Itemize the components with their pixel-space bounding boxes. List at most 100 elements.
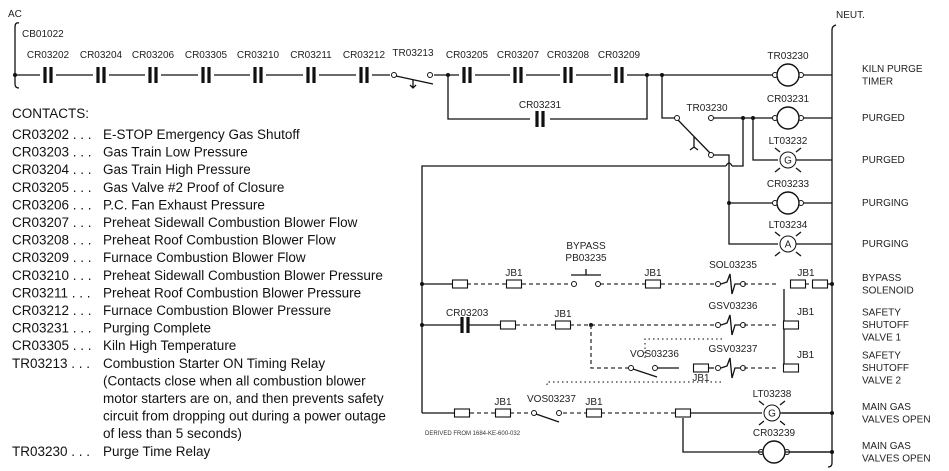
svg-text:JB1: JB1 — [505, 268, 523, 279]
svg-text:BYPASS: BYPASS — [566, 241, 606, 252]
svg-text:CR03210 . . .: CR03210 . . . — [12, 268, 92, 283]
tr03213-timing-switch: TR03213 — [391, 48, 434, 89]
rung-description: PURGING — [862, 239, 909, 250]
contact-cr03209-label: CR03209 — [598, 50, 641, 61]
contact-cr03207-label: CR03207 — [497, 50, 540, 61]
coil-icon — [776, 63, 800, 87]
junction-box: JB1 — [782, 350, 815, 373]
svg-text:VOS03237: VOS03237 — [527, 394, 576, 405]
svg-text:Preheat Roof Combustion Blower: Preheat Roof Combustion Blower Flow — [103, 233, 336, 248]
contact-cr03207: CR03207 — [497, 50, 540, 84]
svg-text:CR03207 . . .: CR03207 . . . — [12, 215, 92, 230]
contact-cr03208-label: CR03208 — [547, 50, 590, 61]
svg-text:CR03305 . . .: CR03305 . . . — [12, 338, 92, 353]
svg-text:JB1: JB1 — [692, 373, 710, 384]
legend-item: CR03212 . . . Furnace Combustion Blower … — [12, 303, 331, 318]
solenoid-icon — [720, 357, 740, 379]
svg-text:CR03205 . . .: CR03205 . . . — [12, 180, 92, 195]
svg-text:CR03231: CR03231 — [767, 94, 810, 105]
svg-text:JB1: JB1 — [554, 309, 572, 320]
rung-description: VALVE 2 — [862, 376, 902, 387]
bypass-pushbutton-pb03235[interactable]: BYPASS PB03235 — [565, 241, 607, 287]
svg-text:Kiln High Temperature: Kiln High Temperature — [103, 338, 236, 353]
contact-cr03202: CR03202 — [27, 50, 70, 84]
tr03230-contact-label: TR03230 — [686, 103, 728, 114]
legend-item: CR03206 . . . P.C. Fan Exhaust Pressure — [12, 197, 265, 212]
svg-text:CR03203: CR03203 — [446, 308, 489, 319]
svg-text:CR03231 . . .: CR03231 . . . — [12, 321, 92, 336]
svg-text:P.C. Fan Exhaust Pressure: P.C. Fan Exhaust Pressure — [103, 197, 265, 212]
svg-text:LT03238: LT03238 — [753, 389, 792, 400]
contact-cr03212-label: CR03212 — [343, 50, 386, 61]
contact-cr03305: CR03305 — [185, 50, 228, 84]
vos03236-switch: VOS03236 — [628, 349, 679, 378]
junction-box: JB1 — [644, 268, 662, 289]
svg-text:GSV03236: GSV03236 — [709, 301, 758, 312]
lamp-icon — [763, 404, 781, 422]
svg-text:Gas Train High Pressure: Gas Train High Pressure — [103, 162, 251, 177]
legend-item: CR03204 . . . Gas Train High Pressure — [12, 162, 251, 177]
svg-text:GSV03237: GSV03237 — [709, 344, 758, 355]
svg-text:JB1: JB1 — [494, 397, 512, 408]
rung-description: BYPASS — [862, 273, 902, 284]
rung-description: MAIN GAS — [862, 402, 911, 413]
contact-cr03204-label: CR03204 — [80, 50, 123, 61]
svg-text:JB1: JB1 — [797, 268, 815, 279]
vos03237-switch: VOS03237 — [527, 394, 576, 423]
svg-text:Furnace Combustion Blower Pres: Furnace Combustion Blower Pressure — [103, 303, 331, 318]
contact-cr03212: CR03212 — [343, 50, 386, 84]
rung-description: PURGED — [862, 113, 905, 124]
svg-text:TR03213 . . .: TR03213 . . . — [12, 356, 90, 371]
svg-text:CR03204 . . .: CR03204 . . . — [12, 162, 92, 177]
junction-box: JB1 — [494, 397, 512, 418]
breaker-label: CB01022 — [22, 29, 64, 40]
svg-text:Combustion Starter ON Timing R: Combustion Starter ON Timing Relay — [103, 356, 325, 371]
svg-text:CR03233: CR03233 — [767, 179, 810, 190]
svg-text:JB1: JB1 — [797, 350, 815, 361]
svg-text:CR03202 . . .: CR03202 . . . — [12, 127, 92, 142]
contact-cr03210: CR03210 — [237, 50, 280, 84]
rung-description: VALVES OPEN — [862, 414, 931, 425]
svg-text:VOS03236: VOS03236 — [630, 349, 679, 360]
legend-note: of less than 5 seconds) — [103, 426, 242, 441]
svg-text:A: A — [785, 240, 792, 251]
junction-box: JB1 — [554, 309, 572, 330]
contact-cr03211: CR03211 — [290, 50, 332, 84]
svg-text:PB03235: PB03235 — [565, 253, 607, 264]
svg-text:CR03203 . . .: CR03203 . . . — [12, 145, 92, 160]
rung-description: MAIN GAS — [862, 441, 911, 452]
junction-box: JB1 — [585, 397, 603, 418]
contact-cr03204: CR03204 — [80, 50, 123, 84]
svg-text:LT03234: LT03234 — [769, 220, 808, 231]
ac-rail-label: AC — [8, 9, 22, 20]
contacts-legend: CONTACTS: CR03202 . . . E-STOP Emergency… — [12, 106, 386, 459]
solenoid-icon — [720, 314, 740, 336]
svg-text:TR03230: TR03230 — [767, 51, 809, 62]
coil-icon — [776, 191, 800, 215]
junction-box: JB1 — [505, 268, 523, 289]
rung-description: KILN PURGE — [862, 64, 923, 75]
contact-cr03305-label: CR03305 — [185, 50, 228, 61]
contact-cr03205-label: CR03205 — [446, 50, 489, 61]
svg-text:JB1: JB1 — [797, 307, 815, 318]
contact-cr03211-label: CR03211 — [290, 50, 332, 61]
rung-description: PURGING — [862, 198, 909, 209]
contact-cr03231-seal-in: CR03231 — [519, 100, 562, 127]
rung-description: SHUTOFF — [862, 363, 909, 374]
rung-description: TIMER — [862, 76, 893, 87]
svg-text:CR03231: CR03231 — [519, 100, 562, 111]
neutral-rail-label: NEUT. — [836, 10, 865, 21]
junction-box — [453, 408, 471, 418]
junction-box — [674, 408, 692, 418]
svg-text:JB1: JB1 — [585, 397, 603, 408]
svg-text:JB1: JB1 — [644, 268, 662, 279]
